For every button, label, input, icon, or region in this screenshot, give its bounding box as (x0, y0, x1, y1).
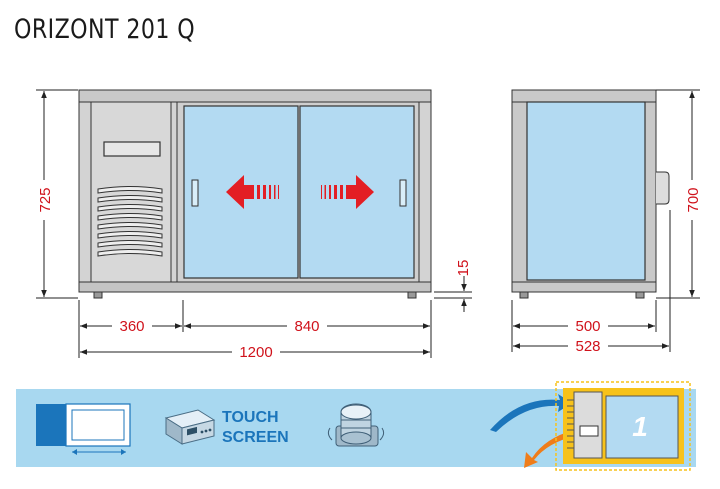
touch-screen-label-line1: TOUCH (222, 409, 279, 426)
height-725-label: 725 (37, 187, 54, 212)
depth-500-label: 500 (575, 318, 600, 335)
side-height-700-label: 700 (685, 187, 702, 212)
left-foot (93, 291, 103, 299)
total-depth-528-label: 528 (575, 338, 600, 355)
foot-15-label: 15 (455, 260, 472, 277)
left-door-handle (191, 179, 199, 207)
configuration-number: 1 (632, 411, 648, 442)
left-width-360-label: 360 (119, 318, 144, 335)
slide-left-arrow-icon (226, 175, 279, 209)
compressor-icon (327, 403, 385, 447)
front-view (78, 89, 432, 299)
door-width-icon (36, 403, 131, 455)
product-title: ORIZONT 201 Q (14, 14, 196, 45)
glass-width-840-label: 840 (294, 318, 319, 335)
total-width-1200-label: 1200 (239, 344, 272, 361)
feature-banner: TOUCH SCREEN (16, 381, 696, 471)
touch-screen-label-line2: SCREEN (222, 429, 289, 446)
side-handle (656, 171, 670, 205)
control-display-slot (103, 141, 161, 157)
right-foot (407, 291, 417, 299)
touch-screen-controller-icon (164, 409, 216, 445)
configuration-badge: 1 (555, 381, 691, 471)
side-glass-panel (526, 101, 646, 281)
ventilation-grille (97, 186, 163, 257)
side-view (511, 89, 670, 299)
right-door-handle (399, 179, 407, 207)
slide-right-arrow-icon (321, 175, 374, 209)
